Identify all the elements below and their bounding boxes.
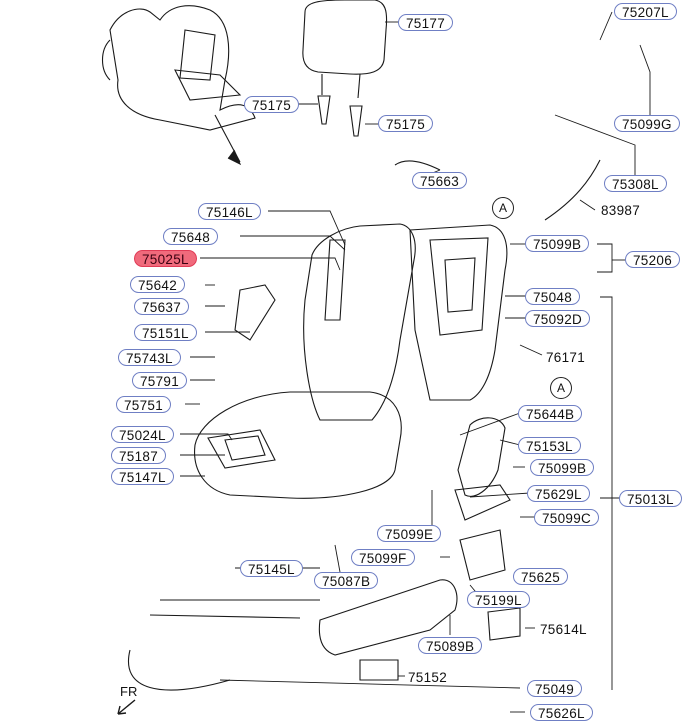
part-label-75175-left[interactable]: 75175: [244, 96, 300, 113]
part-label-75637[interactable]: 75637: [134, 298, 190, 315]
part-label-75206[interactable]: 75206: [625, 251, 681, 268]
part-label-75099e[interactable]: 75099E: [377, 525, 442, 542]
headrest-guides: [317, 95, 363, 137]
lumbar-cover: [459, 529, 506, 581]
part-label-75629l[interactable]: 75629L: [527, 485, 590, 502]
part-label-75092d[interactable]: 75092D: [525, 310, 591, 327]
side-shield: [318, 417, 506, 656]
part-label-75099b-bottom[interactable]: 75099B: [530, 459, 595, 476]
part-label-75099f[interactable]: 75099F: [351, 549, 415, 566]
slide-rail: [128, 599, 320, 691]
part-label-75308l[interactable]: 75308L: [604, 175, 667, 192]
part-label-75152[interactable]: 75152: [408, 670, 448, 685]
part-label-75626l[interactable]: 75626L: [530, 704, 593, 721]
leader-lines: [180, 11, 651, 713]
seat-back: [303, 223, 416, 421]
part-label-75614l[interactable]: 75614L: [540, 622, 587, 637]
part-label-75177[interactable]: 75177: [398, 14, 454, 31]
part-label-75099g[interactable]: 75099G: [614, 115, 680, 132]
part-label-75187[interactable]: 75187: [111, 447, 167, 464]
cable: [394, 159, 601, 221]
part-label-75146l[interactable]: 75146L: [198, 203, 261, 220]
part-label-75648[interactable]: 75648: [163, 228, 219, 245]
recliner-lever: [454, 484, 511, 521]
part-label-75175-right[interactable]: 75175: [378, 115, 434, 132]
part-label-75048[interactable]: 75048: [525, 288, 581, 305]
part-label-75642[interactable]: 75642: [130, 276, 186, 293]
part-label-75751[interactable]: 75751: [116, 396, 172, 413]
seat-belt-buckle: [234, 284, 276, 341]
part-label-75743l[interactable]: 75743L: [118, 349, 181, 366]
part-label-75151l[interactable]: 75151L: [134, 324, 197, 341]
front-direction-arrow-icon: [117, 699, 136, 715]
part-label-75663[interactable]: 75663: [412, 172, 468, 189]
part-label-75791[interactable]: 75791: [132, 372, 188, 389]
part-label-75153l[interactable]: 75153L: [518, 437, 581, 454]
part-label-75147l[interactable]: 75147L: [111, 468, 174, 485]
part-label-75013l[interactable]: 75013L: [619, 490, 682, 507]
adjust-knob: [359, 659, 399, 681]
marker-a-mid: A: [550, 377, 572, 399]
part-label-75024l[interactable]: 75024L: [111, 426, 174, 443]
part-label-75625[interactable]: 75625: [513, 568, 569, 585]
part-label-75099c[interactable]: 75099C: [534, 509, 600, 526]
part-label-75145l[interactable]: 75145L: [240, 560, 303, 577]
part-label-76171[interactable]: 76171: [546, 350, 586, 365]
seat-frame: [409, 224, 508, 401]
part-label-75207l[interactable]: 75207L: [614, 3, 677, 20]
part-label-75099b-top[interactable]: 75099B: [525, 235, 590, 252]
part-label-75025l[interactable]: 75025L: [134, 250, 197, 267]
marker-a-top: A: [492, 197, 514, 219]
headrest: [302, 0, 388, 99]
seat-thumbnail: [101, 5, 256, 131]
part-label-83987[interactable]: 83987: [601, 203, 641, 218]
seat-cushion: [194, 391, 402, 499]
front-direction-label: FR: [120, 684, 138, 699]
part-label-75087b[interactable]: 75087B: [314, 572, 379, 589]
end-cap: [487, 607, 521, 641]
part-label-75089b[interactable]: 75089B: [418, 637, 483, 654]
part-label-75199l[interactable]: 75199L: [467, 591, 530, 608]
part-label-75644b[interactable]: 75644B: [518, 405, 583, 422]
part-label-75049[interactable]: 75049: [527, 680, 583, 697]
